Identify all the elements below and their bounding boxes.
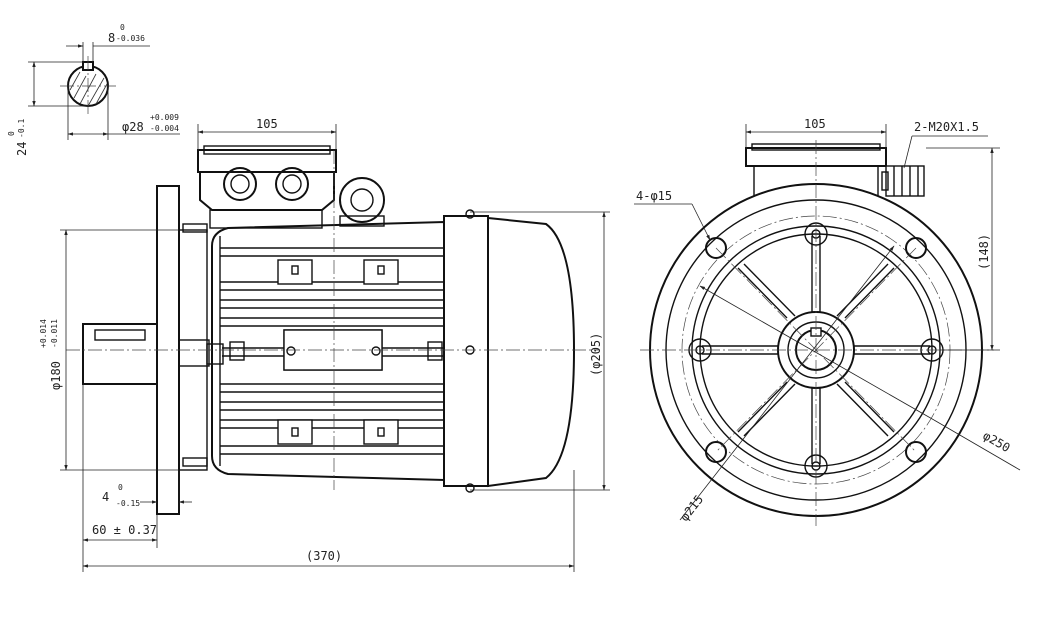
key-height-lower: -0.1: [17, 119, 26, 138]
key-width-upper: 0: [120, 23, 125, 32]
body-height-dim: (φ205): [589, 333, 603, 376]
key-width-lower: -0.036: [116, 34, 145, 43]
shaft-diameter-value: φ28: [122, 120, 144, 134]
shaft: [82, 323, 158, 385]
terminal-box: [199, 172, 335, 211]
cooling-fins: [220, 247, 444, 455]
shaft-diameter-upper: +0.009: [150, 113, 179, 122]
side-view: 105 φ180 +0.014 -0.011 (φ205) 4 0 -0.15 …: [39, 117, 610, 572]
cable-gland: [275, 167, 309, 201]
mount-pad: [363, 259, 399, 285]
bolt: [371, 346, 381, 356]
box-height-dim: (148): [977, 234, 991, 270]
end-shield-spokes: [702, 236, 930, 464]
flange-holes-label: 4-φ15: [636, 189, 672, 203]
spigot-depth-upper: 0: [118, 483, 123, 492]
terminal-box-lid: [197, 149, 337, 173]
bolt: [286, 346, 296, 356]
shaft-section: 8 0 -0.036 24 0 -0.1 φ28 +0.009 -0.004: [7, 23, 180, 156]
mount-pad: [277, 419, 313, 445]
shaft-diameter-lower: -0.004: [150, 124, 179, 133]
cable-gland: [223, 167, 257, 201]
fan-cover: [487, 216, 576, 488]
spigot-diameter-lower: -0.011: [50, 319, 59, 348]
spigot-depth-lower: -0.15: [116, 499, 140, 508]
flange-holes: [705, 237, 927, 463]
spigot-diameter-upper: +0.014: [39, 319, 48, 348]
pitch-circle-dim: φ215: [677, 492, 706, 523]
spigot-depth-value: 4: [102, 490, 109, 504]
cable-gland-label: 2-M20X1.5: [914, 120, 979, 134]
flange-outer-dim: φ250: [981, 428, 1013, 455]
mount-pad: [363, 419, 399, 445]
key-height-upper: 0: [7, 131, 16, 136]
key-width-value: 8: [108, 31, 115, 45]
front-view: 105 2-M20X1.5 4-φ15 (148) φ250 φ215: [634, 117, 1021, 526]
box-width-dim: 105: [256, 117, 278, 131]
key-height-value: 24: [15, 142, 29, 156]
spigot-diameter-value: φ180: [49, 361, 63, 390]
shaft-length-dim: 60 ± 0.37: [92, 523, 157, 537]
overall-length-dim: (370): [306, 549, 342, 563]
front-box-width-dim: 105: [804, 117, 826, 131]
mount-pad: [277, 259, 313, 285]
lifting-eye: [339, 177, 385, 223]
